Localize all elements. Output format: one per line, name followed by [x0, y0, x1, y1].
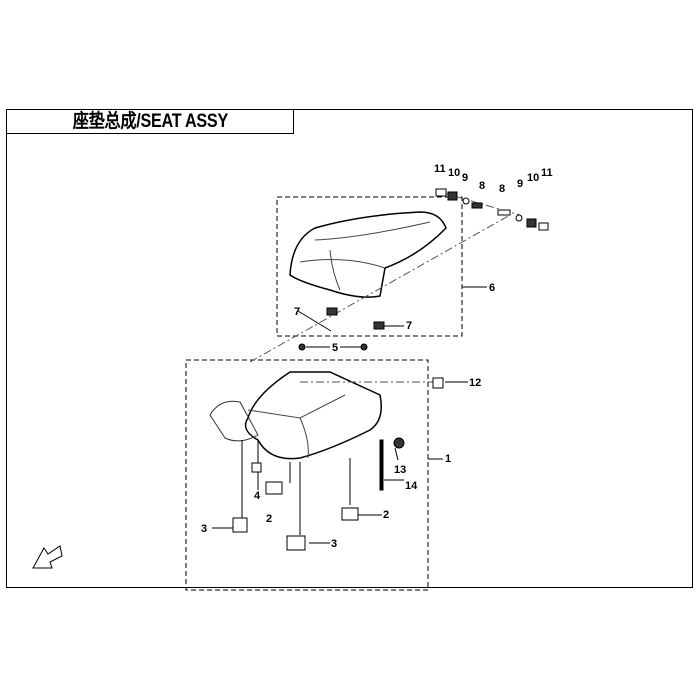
- callout-8: 8: [479, 180, 485, 192]
- callout-9: 9: [517, 178, 523, 190]
- callout-10: 10: [448, 167, 460, 179]
- callout-11: 11: [434, 163, 446, 175]
- callout-6: 6: [489, 282, 495, 294]
- washer-9-right: [515, 214, 523, 222]
- callout-12: 12: [469, 377, 481, 389]
- callout-7: 7: [406, 320, 412, 332]
- bolt-8-left: [471, 202, 483, 209]
- group-box-seat-base: [185, 359, 429, 591]
- callout-4: 4: [254, 490, 261, 502]
- diagram-title: 座垫总成/SEAT ASSY: [6, 109, 294, 134]
- title-text: 座垫总成/SEAT ASSY: [72, 111, 228, 132]
- bushing-10-right: [526, 218, 537, 228]
- callout-1: 1: [445, 453, 451, 465]
- bolt-8-right: [497, 209, 511, 216]
- screw-5-right: [360, 343, 368, 351]
- screw-5-left: [298, 343, 306, 351]
- tag-12: [432, 377, 444, 389]
- rubber-7-left: [326, 307, 338, 316]
- front-direction-arrow-icon: [32, 545, 63, 569]
- callout-2: 2: [383, 509, 389, 521]
- callout-11: 11: [541, 167, 553, 179]
- seat-cushion: [289, 211, 447, 298]
- nut-4: [251, 462, 262, 473]
- bushing-10-left: [447, 191, 458, 201]
- clip-2-left: [265, 481, 283, 495]
- plug-13: [393, 437, 405, 449]
- clip-2-right: [341, 507, 359, 521]
- callout-9: 9: [462, 172, 468, 184]
- callout-13: 13: [394, 464, 406, 476]
- diagram-frame: [6, 109, 693, 588]
- callout-3: 3: [331, 538, 337, 550]
- callout-3: 3: [201, 523, 207, 535]
- group-box-seat-cover: [276, 196, 463, 337]
- callout-14: 14: [405, 480, 418, 492]
- callout-7: 7: [294, 306, 300, 318]
- seat-hinge: [209, 400, 259, 442]
- seat-base: [244, 371, 382, 460]
- callout-8: 8: [499, 183, 505, 195]
- clip-3-left: [232, 517, 248, 533]
- callout-2: 2: [266, 513, 272, 525]
- strip-14: [379, 439, 384, 491]
- screw-11-right: [538, 222, 549, 231]
- callout-10: 10: [527, 172, 539, 184]
- clip-3-right: [286, 535, 306, 551]
- rubber-7-right: [373, 321, 385, 330]
- washer-9-left: [462, 197, 470, 205]
- screw-11-left: [435, 188, 447, 197]
- callout-5: 5: [332, 342, 338, 354]
